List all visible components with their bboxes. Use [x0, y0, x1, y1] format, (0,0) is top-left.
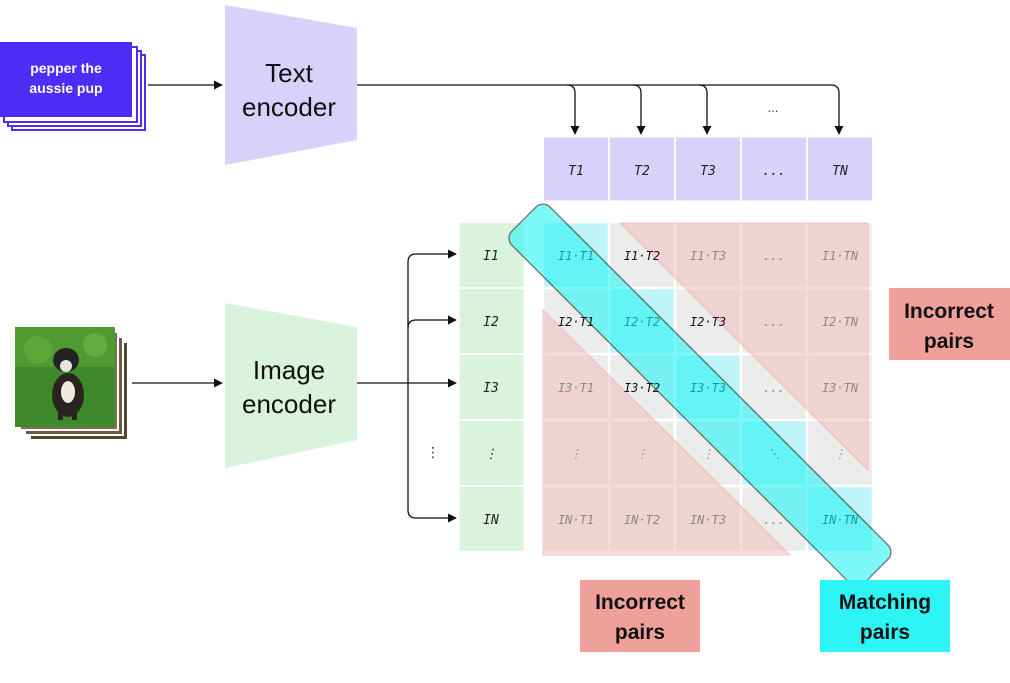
text-encoder-line2: encoder [242, 92, 336, 122]
image-embedding-cell [458, 486, 525, 552]
pair-score-label: I1·T1 [558, 249, 594, 263]
pair-score-label: I3·T1 [558, 381, 594, 395]
text-embedding-cell [609, 136, 675, 202]
pair-score-label: I3·TN [822, 381, 859, 395]
image-embedding-arrows [357, 249, 457, 523]
image-embedding-label: IN [483, 513, 499, 528]
image-encoder: Image encoder [225, 303, 357, 468]
text-embeddings: T1 T2 T3... TN [543, 136, 873, 202]
incorrect-bottom-line1: Incorrect [595, 591, 685, 614]
image-arrow-ellipsis: ⋮ [426, 444, 440, 460]
text-embedding-label: ... [762, 164, 785, 179]
pair-score-label: ⋱ [768, 447, 780, 461]
pair-score-label: I3·T2 [624, 381, 660, 395]
incorrect-region-upper [618, 222, 869, 472]
pair-score-label: I2·T2 [624, 315, 660, 329]
text-embedding-label: T3 [700, 164, 716, 179]
text-embedding-label: T2 [634, 164, 650, 179]
text-encoder: Text encoder [225, 5, 357, 165]
text-embedding-cell [807, 136, 873, 202]
image-embedding-label: I3 [483, 381, 499, 396]
incorrect-pairs-bottom-label: Incorrect pairs [580, 580, 700, 652]
text-input-line2: aussie pup [29, 80, 102, 96]
pair-score-label: IN·T3 [690, 513, 726, 527]
incorrect-right-line1: Incorrect [904, 300, 994, 323]
text-embedding-label: T1 [568, 164, 584, 179]
matching-line1: Matching [839, 591, 931, 614]
image-embedding-label: I1 [483, 249, 499, 264]
pair-score-label: ... [763, 315, 785, 329]
image-encoder-line2: encoder [242, 389, 336, 419]
pair-score-label: IN·TN [822, 513, 859, 527]
text-encoder-line1: Text [265, 58, 313, 88]
dog-photo-icon [15, 327, 115, 427]
text-embedding-cell [675, 136, 741, 202]
incorrect-region-lower [542, 308, 792, 556]
pair-score-label: I2·TN [822, 315, 859, 329]
pair-score-label: I2·T1 [558, 315, 594, 329]
text-embedding-label: TN [832, 164, 848, 179]
pair-score-label: ⋮ [702, 447, 714, 461]
incorrect-pairs-right-label: Incorrect pairs [889, 288, 1010, 360]
image-embedding-cell [458, 354, 525, 420]
text-embedding-arrows [357, 84, 844, 135]
incorrect-right-line2: pairs [924, 330, 974, 353]
text-input-line1: pepper the [30, 60, 102, 76]
similarity-matrix-labels: I1·T1 I1·T2 I1·T3... I1·TN I2·T1 I2·T2 I2·T3..… [558, 249, 859, 527]
pair-score-label: ... [763, 381, 785, 395]
image-embedding-cell [458, 288, 525, 354]
pair-score-label: I1·T2 [624, 249, 660, 263]
matching-line2: pairs [860, 621, 910, 644]
pair-score-label: ... [763, 249, 785, 263]
image-embedding-cell [458, 420, 525, 486]
pair-score-label: ⋮ [636, 447, 648, 461]
image-embedding-label: ⋮ [485, 447, 498, 462]
pair-score-label: I1·TN [822, 249, 859, 263]
pair-score-label: I1·T3 [690, 249, 726, 263]
matching-band [508, 203, 892, 587]
image-input-stack [15, 327, 129, 441]
incorrect-bottom-line2: pairs [615, 621, 665, 644]
text-input-stack: pepper the aussie pup [0, 42, 146, 131]
image-encoder-line1: Image [253, 355, 325, 385]
pair-score-label: IN·T2 [624, 513, 660, 527]
pair-score-label: I3·T3 [690, 381, 726, 395]
image-embedding-label: I2 [483, 315, 499, 330]
text-embedding-cell [543, 136, 609, 202]
text-arrow-ellipsis: ... [768, 100, 779, 115]
text-embedding-cell [741, 136, 807, 202]
pair-score-label: ⋮ [570, 447, 582, 461]
pair-score-label: IN·T1 [558, 513, 594, 527]
pair-score-label: ⋮ [834, 447, 846, 461]
pair-score-label: I2·T3 [690, 315, 726, 329]
matching-pairs-label: Matching pairs [820, 580, 950, 652]
pair-score-label: ... [763, 513, 785, 527]
